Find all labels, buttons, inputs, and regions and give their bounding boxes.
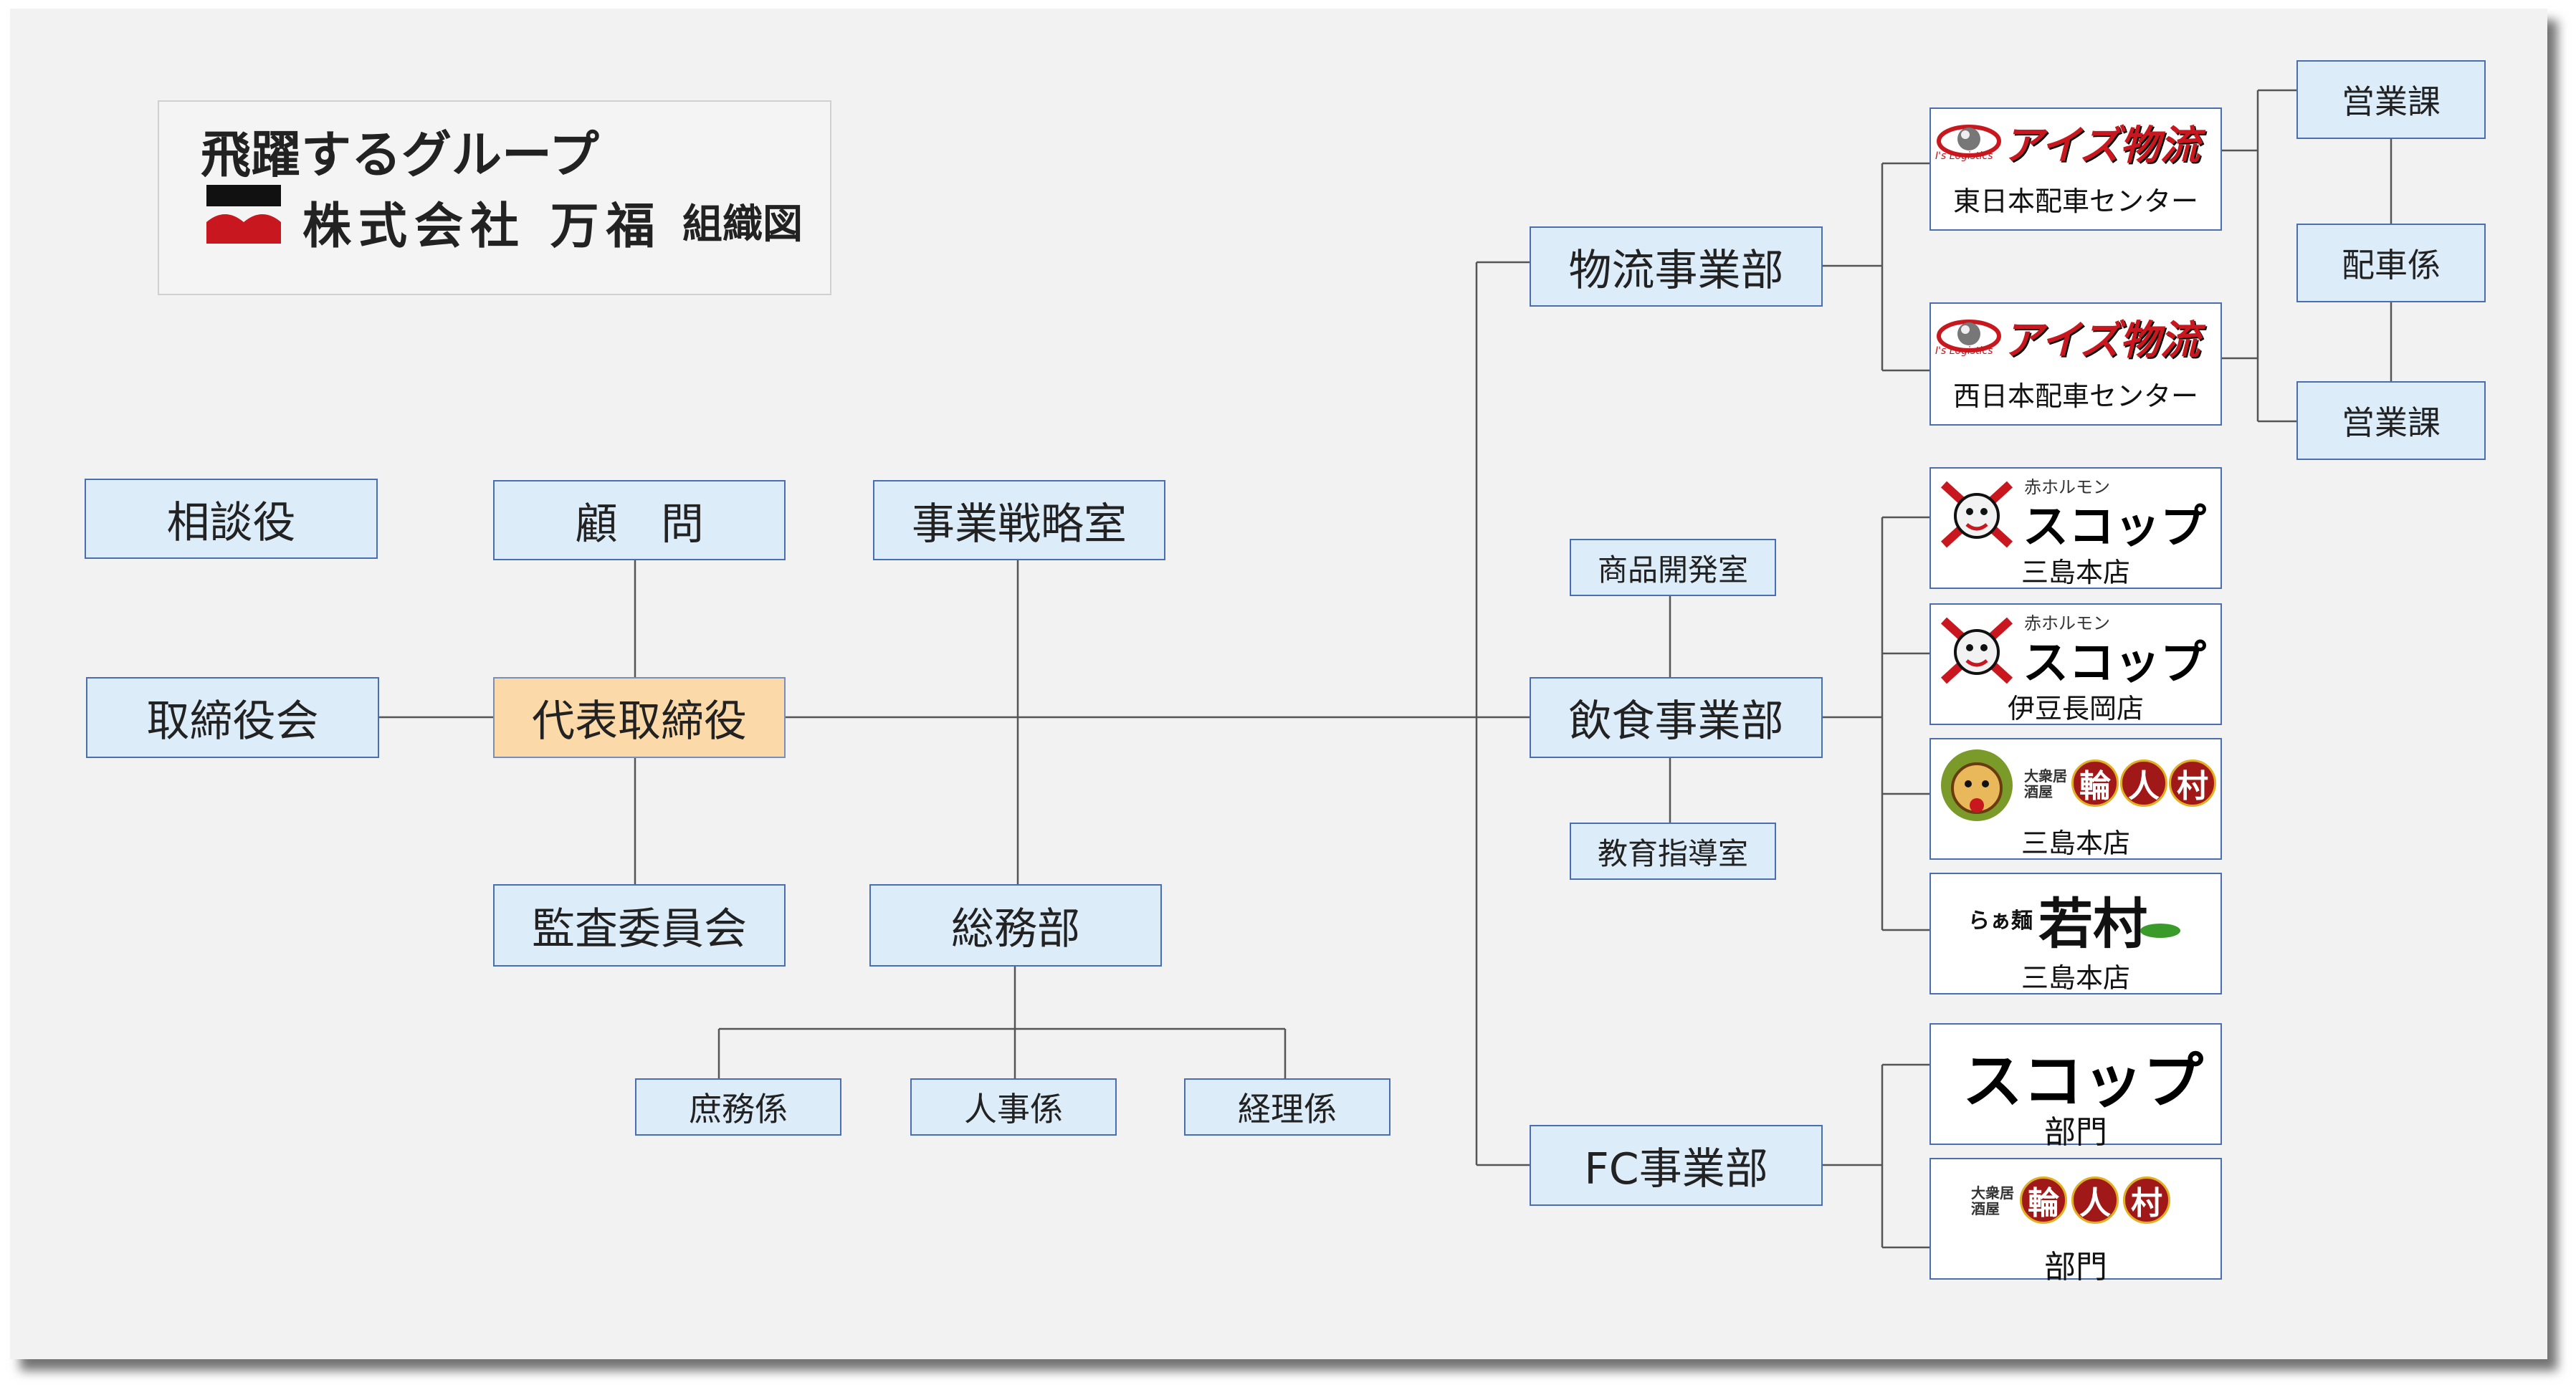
scoop-izunagaoka-box: 赤ホルモン スコップ 伊豆長岡店 (1929, 603, 2222, 725)
daihyo-box: 代表取締役 (493, 677, 786, 758)
akahorumon-label: 赤ホルモン (2024, 613, 2110, 633)
ais-brand-logo: アイズ物流 (2003, 123, 2200, 169)
soudanyaku-box: 相談役 (85, 479, 378, 559)
wakamura-leaf-icon (2140, 924, 2180, 938)
kansa-box: 監査委員会 (493, 884, 786, 967)
fc-scoop-dept-label: 部門 (2044, 1114, 2107, 1151)
scoop-izunagaoka-label: 伊豆長岡店 (2007, 693, 2144, 724)
fc-wajinmura-dept-label: 部門 (2044, 1249, 2107, 1285)
wakamura-logo: 若村 (2038, 892, 2147, 956)
akahorumon-label: 赤ホルモン (2024, 477, 2110, 497)
wajinmura-char-1: 輪 (2071, 759, 2119, 807)
shohin-box: 商品開発室 (1570, 539, 1776, 596)
ramen-label: らぁ麺 (1968, 909, 2033, 934)
fc-scoop-box: スコップ 部門 (1929, 1023, 2222, 1151)
wajinmura-char-2: 人 (2120, 759, 2167, 807)
inshoku-box: 飲食事業部 (1530, 677, 1823, 758)
company-logo-icon (206, 185, 281, 244)
senryaku-box: 事業戦略室 (873, 480, 1165, 560)
shomu-box: 庶務係 (635, 1078, 841, 1136)
soumu-box: 総務部 (869, 884, 1162, 967)
fc-wajinmura-box: 大衆居酒屋 輪 人 村 部門 (1929, 1158, 2222, 1285)
scoop-logo: スコップ (2023, 501, 2206, 554)
butsuryu-box: 物流事業部 (1530, 226, 1823, 307)
fc-box: FC事業部 (1530, 1125, 1823, 1206)
scoop-mishima-label: 三島本店 (2021, 557, 2130, 588)
east-center-label: 東日本配車センター (1952, 186, 2198, 217)
wajinmura-char-1: 輪 (2020, 1176, 2067, 1224)
scoop-logo: スコップ (1962, 1046, 2204, 1116)
ais-globe-icon (1937, 320, 2001, 353)
komon-box: 顧 問 (493, 480, 786, 560)
taishu-izakaya-label: 大衆居酒屋 (1971, 1184, 2014, 1217)
tagline: 飛躍するグループ (201, 125, 599, 184)
eigyo-box-2: 営業課 (2296, 381, 2486, 460)
wajinmura-mishima-box: 大衆居酒屋 輪 人 村 三島本店 (1929, 738, 2222, 860)
kyoiku-box: 教育指導室 (1570, 823, 1776, 880)
scoop-logo: スコップ (2023, 637, 2206, 690)
eigyo-box-1: 営業課 (2296, 60, 2486, 139)
title-panel: 飛躍するグループ 株式会社 万福 組織図 (158, 100, 831, 295)
wakamura-mishima-box: らぁ麺 若村 三島本店 (1929, 873, 2222, 994)
company-name: 株式会社 万福 (302, 198, 662, 255)
ais-globe-icon (1937, 125, 2001, 158)
scoop-mishima-box: 赤ホルモン スコップ 三島本店 (1929, 467, 2222, 589)
scoop-mascot-icon (1940, 481, 2013, 548)
wajinmura-char-3: 村 (2169, 759, 2216, 807)
taishu-izakaya-label: 大衆居酒屋 (2024, 767, 2067, 800)
ais-brand-logo: アイズ物流 (2003, 317, 2200, 364)
wajinmura-char-2: 人 (2071, 1176, 2119, 1224)
torishimariyakukai-box: 取締役会 (86, 677, 379, 758)
wakamura-mishima-label: 三島本店 (2021, 962, 2130, 994)
west-center-box: アイズ物流 I's Logistics 西日本配車センター (1929, 302, 2222, 426)
keiri-box: 経理係 (1184, 1078, 1390, 1136)
haisha-box: 配車係 (2296, 224, 2486, 302)
ais-brand-small: I's Logistics (1935, 150, 1993, 162)
wajinmura-mishima-label: 三島本店 (2021, 828, 2130, 859)
wajinmura-char-3: 村 (2123, 1176, 2170, 1224)
scoop-mascot-icon (1940, 617, 2013, 684)
wajinmura-mascot-icon (1941, 749, 2013, 821)
west-center-label: 西日本配車センター (1952, 380, 2198, 412)
jinji-box: 人事係 (910, 1078, 1117, 1136)
ais-brand-small: I's Logistics (1935, 345, 1993, 357)
east-center-box: アイズ物流 I's Logistics 東日本配車センター (1929, 107, 2222, 231)
chart-label: 組織図 (682, 201, 803, 248)
